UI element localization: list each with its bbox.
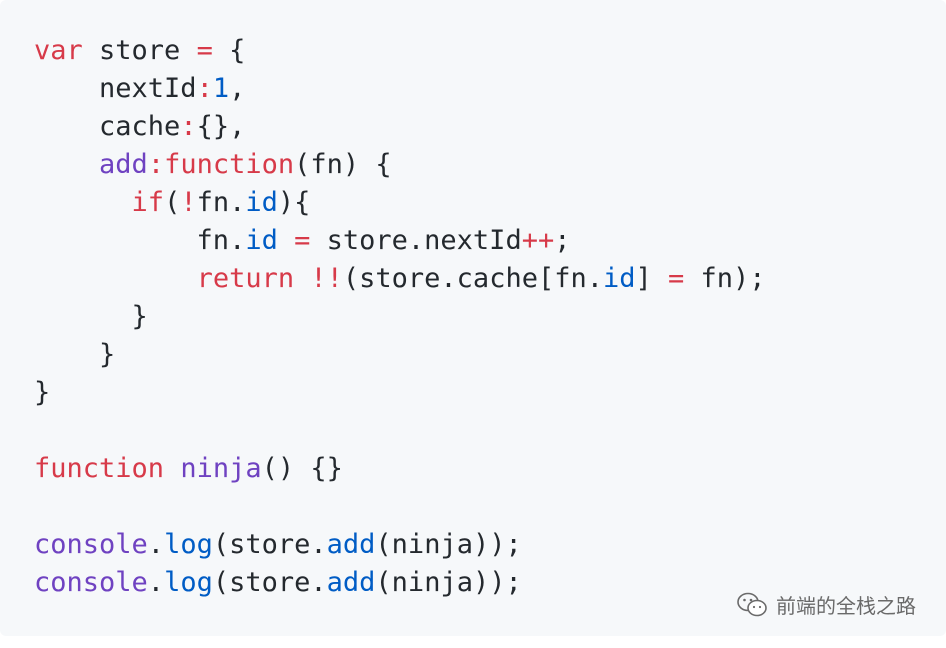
code-token: store: [82, 35, 197, 66]
code-token: }: [34, 377, 51, 408]
code-token: .: [147, 529, 165, 560]
code-line: console.log(store.add(ninja));: [34, 526, 766, 564]
code-line: return !!(store.cache[fn.id] = fn);: [34, 260, 766, 298]
code-line: var store = {: [34, 32, 766, 70]
code-token: ]: [635, 263, 669, 294]
code-token: {: [212, 35, 246, 66]
code-token: (store.: [212, 529, 327, 560]
code-token: [34, 149, 99, 180]
code-token: if: [131, 187, 165, 218]
code-token: ninja: [180, 453, 262, 484]
watermark: 前端的全栈之路: [736, 590, 916, 619]
code-token: (store.: [212, 567, 327, 598]
code-line: }: [34, 336, 766, 374]
code-token: return: [196, 263, 295, 294]
code-token: console: [34, 529, 148, 560]
code-token: add: [326, 567, 376, 598]
code-token: !: [180, 187, 197, 218]
code-token: fn.: [196, 187, 246, 218]
code-token: add: [326, 529, 376, 560]
code-token: {},: [196, 111, 246, 142]
code-line: if(!fn.id){: [34, 184, 766, 222]
code-token: log: [164, 567, 213, 598]
code-token: id: [602, 263, 636, 294]
code-token: (ninja));: [375, 567, 522, 598]
code-token: console: [34, 567, 148, 598]
code-line: cache:{},: [34, 108, 766, 146]
wechat-icon: [737, 592, 767, 616]
code-token: [34, 187, 132, 218]
code-token: .: [147, 567, 165, 598]
code-token: () {}: [261, 453, 343, 484]
watermark-text: 前端的全栈之路: [776, 594, 916, 618]
code-line: add:function(fn) {: [34, 146, 766, 184]
code-token: store.nextId: [310, 225, 522, 256]
code-token: (: [164, 187, 181, 218]
code-token: [34, 263, 197, 294]
code-token: :: [147, 149, 165, 180]
code-token: :: [196, 73, 213, 104]
code-token: [294, 263, 310, 294]
code-token: :: [180, 111, 197, 142]
code-line: function ninja() {}: [34, 450, 766, 488]
code-token: =: [196, 35, 213, 66]
code-token: =: [668, 263, 685, 294]
code-token: nextId: [34, 73, 197, 104]
code-token: =: [294, 225, 311, 256]
code-token: }: [34, 301, 148, 332]
code-token: id: [245, 187, 278, 218]
code-token: cache: [34, 111, 181, 142]
code-token: fn);: [684, 263, 766, 294]
code-token: function: [34, 453, 165, 484]
code-content: var store = { nextId:1, cache:{}, add:fu…: [34, 32, 766, 602]
code-token: ){: [277, 187, 311, 218]
code-token: log: [164, 529, 213, 560]
code-token: (fn) {: [294, 149, 392, 180]
code-line: [34, 412, 766, 450]
code-token: function: [164, 149, 295, 180]
code-line: console.log(store.add(ninja));: [34, 564, 766, 602]
code-line: fn.id = store.nextId++;: [34, 222, 766, 260]
code-line: nextId:1,: [34, 70, 766, 108]
code-line: }: [34, 298, 766, 336]
code-token: ,: [229, 73, 246, 104]
code-token: [278, 225, 294, 256]
code-token: (ninja));: [375, 529, 522, 560]
code-line: [34, 488, 766, 526]
code-token: !!: [310, 263, 343, 294]
code-token: (store.cache[fn.: [342, 263, 603, 294]
code-token: var: [34, 35, 83, 66]
code-token: ++: [521, 225, 555, 256]
code-line: }: [34, 374, 766, 412]
code-token: id: [245, 225, 278, 256]
code-token: [164, 453, 180, 484]
code-token: ;: [554, 225, 571, 256]
code-token: fn.: [34, 225, 246, 256]
code-token: add: [99, 149, 148, 180]
code-token: 1: [212, 73, 230, 104]
code-token: }: [34, 339, 116, 370]
